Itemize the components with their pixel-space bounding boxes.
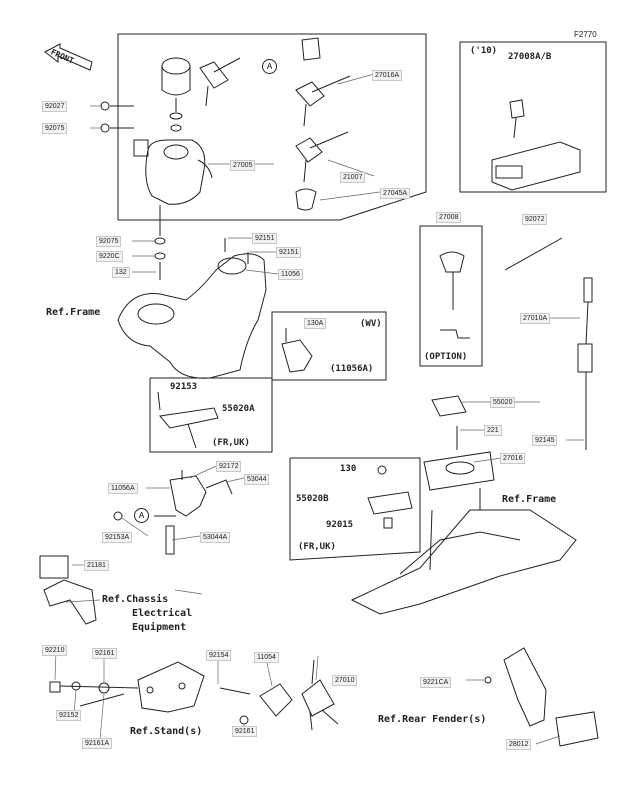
fr-uk-upper-box	[149, 377, 273, 453]
inset-2010-parts	[491, 99, 581, 191]
option-label: (OPTION)	[424, 352, 468, 362]
wv-variant: (WV)	[360, 319, 382, 329]
fr-uk-upper-part-top: 92153	[170, 382, 198, 392]
leader-lines	[54, 73, 584, 745]
label-55020: 55020	[490, 397, 516, 408]
label-9221ca: 9221CA	[420, 677, 452, 688]
label-27010a: 27010A	[520, 313, 551, 324]
ref-frame-right: Ref.Frame	[502, 494, 557, 505]
label-27045a: 27045A	[380, 188, 411, 199]
frame-rear	[350, 488, 577, 615]
label-92172: 92172	[216, 461, 242, 472]
ignition-parts	[100, 37, 351, 280]
label-221: 221	[484, 425, 502, 436]
label-92027: 92027	[42, 101, 68, 112]
label-21181: 21181	[84, 560, 109, 571]
option-key-box	[419, 225, 483, 367]
label-92153a: 92153A	[102, 532, 133, 543]
label-132: 132	[112, 267, 130, 278]
callout-a-mid: A	[134, 508, 149, 523]
inset-2010-box	[459, 41, 607, 193]
ref-chassis-1: Ref.Chassis	[102, 594, 169, 605]
option-part: 27008	[436, 212, 462, 223]
label-28012: 28012	[506, 739, 532, 750]
label-92161-b: 92161	[232, 726, 258, 737]
wv-part-top: 130A	[304, 318, 327, 329]
frame-upper	[117, 238, 267, 379]
label-53044: 53044	[244, 474, 270, 485]
fr-uk-upper-part: 55020A	[222, 404, 255, 414]
label-92152: 92152	[56, 710, 82, 721]
label-92210: 92210	[42, 645, 68, 656]
label-21007: 21007	[340, 172, 366, 183]
label-27016: 27016	[500, 453, 526, 464]
wv-box	[271, 311, 387, 381]
label-53044a: 53044A	[200, 532, 231, 543]
front-arrow-shape	[44, 43, 93, 71]
label-92151-b: 92151	[276, 247, 302, 258]
label-92145: 92145	[532, 435, 558, 446]
label-92075: 92075	[42, 123, 68, 134]
ref-frame-left: Ref.Frame	[46, 307, 101, 318]
callout-a-top: A	[262, 59, 277, 74]
ref-stand: Ref.Stand(s)	[130, 726, 203, 737]
inset-part: 27008A/B	[508, 52, 552, 62]
ref-rear-fender: Ref.Rear Fender(s)	[378, 714, 487, 725]
label-11056: 11056	[278, 269, 303, 280]
label-92161-a: 92161	[92, 648, 118, 659]
ignition-set-box	[117, 33, 427, 221]
option-key	[439, 251, 470, 339]
label-92075-lower: 92075	[96, 236, 122, 247]
label-27005: 27005	[230, 160, 256, 171]
label-27010: 27010	[332, 675, 358, 686]
label-92161a: 92161A	[82, 738, 113, 749]
fr-uk-lower-part: 55020B	[296, 494, 329, 504]
fr-uk-upper-variant: (FR,UK)	[212, 438, 250, 448]
fr-uk-lower-washer: 92015	[326, 520, 354, 530]
label-11054: 11054	[254, 652, 279, 663]
label-27016a: 27016A	[372, 70, 403, 81]
fr-uk-lower-variant: (FR,UK)	[298, 542, 336, 552]
fr-uk-lower-bolt: 130	[340, 464, 357, 474]
label-92151-a: 92151	[252, 233, 278, 244]
label-11056a: 11056A	[108, 483, 138, 494]
figure-code: F2770	[574, 30, 597, 39]
ref-chassis-2: Electrical	[132, 608, 193, 619]
label-9220c: 9220C	[96, 251, 123, 262]
fr-uk-lower-box	[289, 457, 421, 561]
wv-part: (11056A)	[330, 364, 374, 374]
inset-year: ('10)	[470, 46, 498, 56]
label-92072: 92072	[522, 214, 548, 225]
ref-chassis-3: Equipment	[132, 622, 187, 633]
label-92154: 92154	[206, 650, 232, 661]
